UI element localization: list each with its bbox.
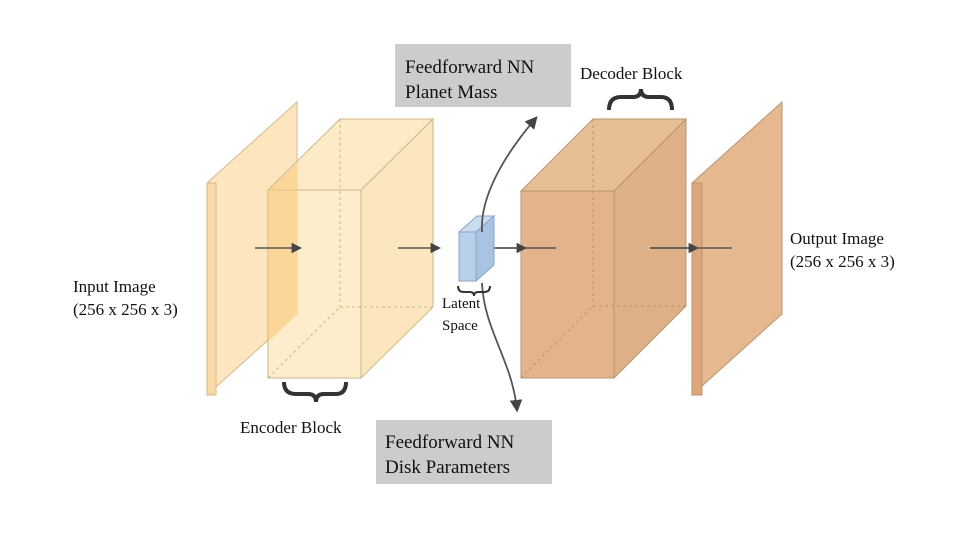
decoder-brace (607, 88, 674, 111)
output-image-label-line2: (256 x 256 x 3) (790, 252, 895, 271)
ffnn-planet-line2: Planet Mass (405, 82, 497, 103)
latent-space-label-line2: Space (442, 318, 478, 334)
input-image-label-line2: (256 x 256 x 3) (73, 300, 178, 319)
latent-space-label-line1: Latent (442, 296, 481, 312)
output-image-slab (691, 100, 783, 397)
ffnn-planet-box (395, 44, 571, 107)
encoder-block-label: Encoder Block (240, 418, 342, 437)
latent-brace (457, 285, 491, 297)
encoder-brace (282, 381, 348, 403)
decoder-block-label: Decoder Block (580, 64, 683, 83)
ffnn-planet-line1: Feedforward NN (405, 57, 535, 78)
output-image-label-line1: Output Image (790, 229, 884, 248)
encoder-cube (266, 117, 435, 380)
input-image-label-line1: Input Image (73, 277, 156, 296)
decoder-cube (519, 117, 688, 380)
ffnn-disk-box (376, 420, 552, 484)
ffnn-disk-line1: Feedforward NN (385, 432, 515, 453)
latent-cube (457, 214, 496, 283)
flow-arrows (255, 116, 732, 413)
ffnn-disk-line2: Disk Parameters (385, 457, 510, 478)
